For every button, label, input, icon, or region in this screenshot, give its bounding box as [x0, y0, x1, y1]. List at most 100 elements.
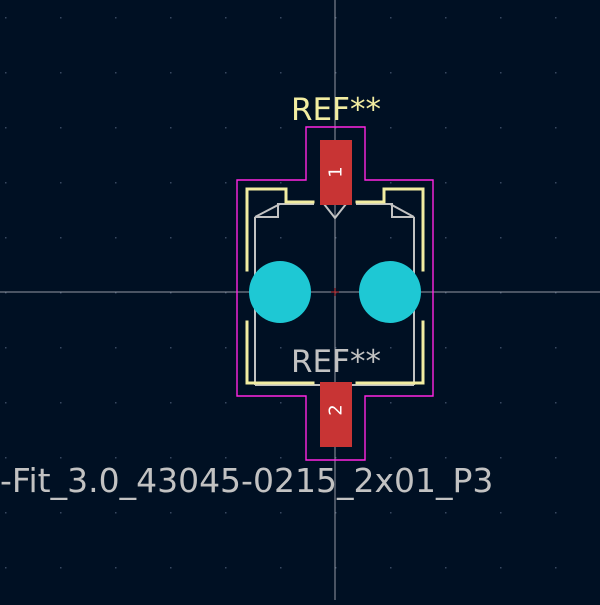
- grid-dot: [445, 182, 447, 184]
- grid-dot: [280, 237, 282, 239]
- grid-dot: [225, 127, 227, 129]
- grid-dot: [445, 17, 447, 19]
- grid-dot: [500, 237, 502, 239]
- grid-dot: [555, 457, 557, 459]
- grid-dot: [335, 567, 337, 569]
- grid-dot: [225, 17, 227, 19]
- grid-dot: [335, 347, 337, 349]
- grid-dot: [225, 457, 227, 459]
- reference-fab-text[interactable]: REF**: [291, 344, 381, 380]
- grid-dot: [555, 72, 557, 74]
- grid-dot: [170, 182, 172, 184]
- grid-dot: [280, 512, 282, 514]
- grid-dot: [500, 292, 502, 294]
- grid-dot: [280, 402, 282, 404]
- grid-dot: [225, 237, 227, 239]
- grid-dot: [60, 17, 62, 19]
- grid-dot: [60, 512, 62, 514]
- grid-dot: [170, 402, 172, 404]
- grid-dot: [390, 127, 392, 129]
- grid-dot: [500, 457, 502, 459]
- grid-dot: [225, 182, 227, 184]
- grid-dot: [445, 292, 447, 294]
- grid-dot: [500, 72, 502, 74]
- grid-dot: [555, 347, 557, 349]
- grid-dot: [445, 457, 447, 459]
- grid-dot: [500, 402, 502, 404]
- grid-dot: [5, 292, 7, 294]
- grid-dot: [60, 292, 62, 294]
- grid-dot: [170, 237, 172, 239]
- grid-dot: [60, 402, 62, 404]
- grid-dot: [335, 457, 337, 459]
- grid-dot: [5, 182, 7, 184]
- pad-1[interactable]: 1: [320, 140, 352, 205]
- grid-dot: [445, 72, 447, 74]
- grid-dot: [500, 17, 502, 19]
- grid-dot: [60, 567, 62, 569]
- grid-dot: [225, 347, 227, 349]
- grid-dot: [390, 512, 392, 514]
- grid-dot: [500, 347, 502, 349]
- grid-dot: [5, 127, 7, 129]
- grid-dot: [60, 182, 62, 184]
- grid-dot: [390, 567, 392, 569]
- silkscreen-outline: [245, 187, 425, 385]
- grid-dot: [170, 72, 172, 74]
- pad-2-number: 2: [326, 404, 347, 415]
- courtyard-outline: [236, 126, 434, 461]
- grid-dot: [335, 72, 337, 74]
- grid-dot: [335, 292, 337, 294]
- grid-dot: [500, 512, 502, 514]
- grid-dot: [115, 237, 117, 239]
- grid-dot: [115, 567, 117, 569]
- pad-1-copper[interactable]: [320, 140, 352, 205]
- grid-dot: [5, 347, 7, 349]
- grid-dot: [555, 17, 557, 19]
- grid-dot: [225, 292, 227, 294]
- grid-dot: [115, 512, 117, 514]
- footprint-value-text[interactable]: -Fit_3.0_43045-0215_2x01_P3: [0, 461, 493, 500]
- reference-silkscreen-text[interactable]: REF**: [291, 92, 381, 128]
- grid-dot: [390, 182, 392, 184]
- grid-dot: [390, 237, 392, 239]
- npth-hole-left[interactable]: [249, 261, 311, 323]
- grid-dot: [115, 292, 117, 294]
- grid-dot: [170, 127, 172, 129]
- grid-dot: [445, 347, 447, 349]
- grid-dot: [5, 17, 7, 19]
- grid-dot: [335, 17, 337, 19]
- grid-dot: [280, 72, 282, 74]
- grid-dot: [225, 567, 227, 569]
- grid-dot: [555, 127, 557, 129]
- pad-2-copper[interactable]: [320, 382, 352, 447]
- grid-dot: [5, 457, 7, 459]
- grid-dot: [60, 457, 62, 459]
- grid-dot: [280, 127, 282, 129]
- grid-dot: [60, 127, 62, 129]
- grid-dot: [390, 402, 392, 404]
- npth-hole-right[interactable]: [359, 261, 421, 323]
- grid-dot: [500, 182, 502, 184]
- grid-dot: [225, 402, 227, 404]
- grid-dot: [445, 512, 447, 514]
- grid-dot: [500, 567, 502, 569]
- grid-dot: [115, 127, 117, 129]
- anchor-marker: [331, 288, 339, 296]
- grid-dot: [390, 72, 392, 74]
- grid-dot: [170, 17, 172, 19]
- grid-dot: [390, 17, 392, 19]
- grid-dot: [445, 127, 447, 129]
- grid-dot: [60, 347, 62, 349]
- grid-dot: [555, 182, 557, 184]
- grid-dot: [115, 17, 117, 19]
- grid-dot: [280, 567, 282, 569]
- grid-dot: [115, 347, 117, 349]
- grid-dot: [335, 512, 337, 514]
- grid-dot: [60, 72, 62, 74]
- grid-dot: [445, 237, 447, 239]
- grid-dot: [5, 402, 7, 404]
- grid-dot: [225, 72, 227, 74]
- pad-2[interactable]: 2: [320, 382, 352, 447]
